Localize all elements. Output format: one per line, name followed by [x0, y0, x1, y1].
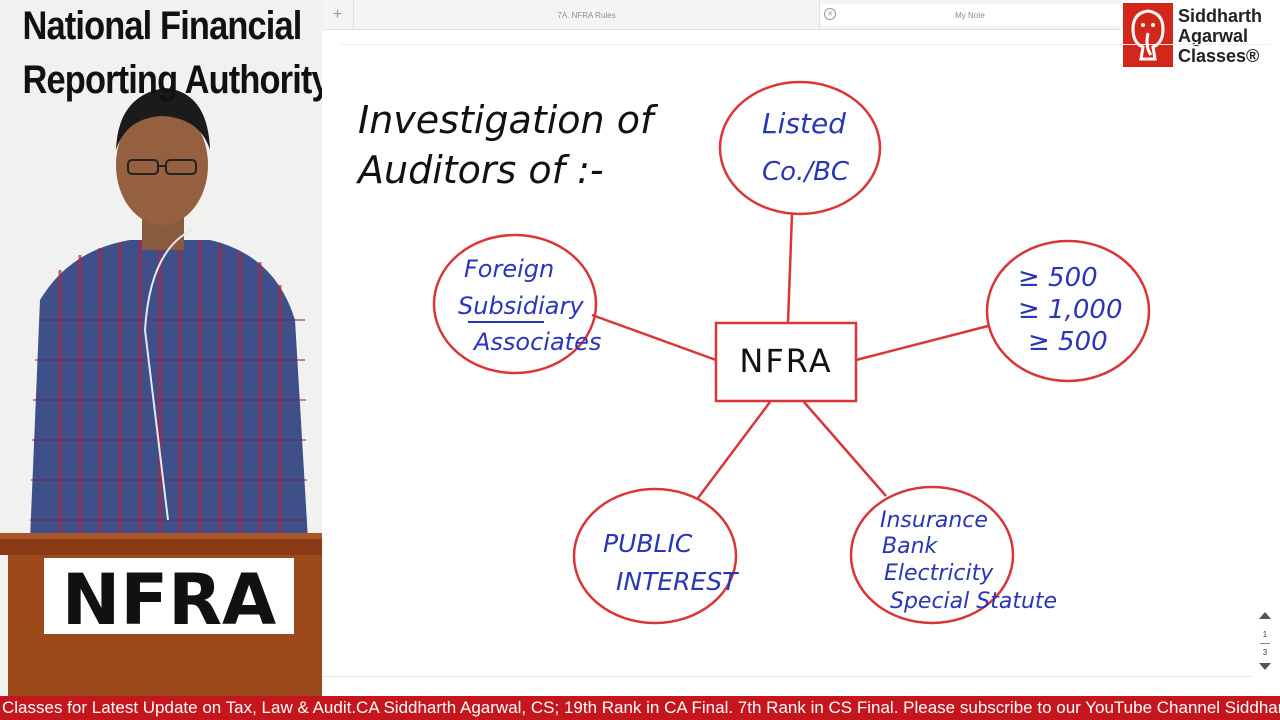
insurance-line-2: Bank	[882, 534, 939, 559]
tab-nfra-rules[interactable]: 7A. NFRA Rules	[354, 0, 820, 30]
brand-line-1: Siddharth	[1178, 6, 1262, 26]
foreign-line-2: Subsidiary	[458, 292, 584, 320]
tab-my-note[interactable]: ✕ My Note	[820, 4, 1120, 26]
connector-thresholds	[855, 324, 989, 362]
heading-line-2: Auditors of :-	[355, 148, 604, 192]
canvas-divider	[340, 44, 1270, 45]
connector-public	[697, 401, 771, 499]
heading: Investigation of Auditors of :-	[355, 98, 659, 192]
brand-line-3: Classes®	[1178, 46, 1260, 66]
canvas-bottom-divider	[322, 676, 1252, 677]
listed-circle	[718, 80, 882, 216]
foreign-line-1: Foreign	[464, 255, 554, 283]
public-circle	[572, 487, 738, 625]
insurance-line-4: Special Statute	[890, 589, 1057, 614]
listed-line-1: Listed	[762, 107, 846, 140]
scroll-up-icon[interactable]	[1259, 612, 1271, 619]
nfra-center-label: NFRA	[739, 342, 832, 380]
news-ticker: Classes for Latest Update on Tax, Law & …	[0, 696, 1280, 720]
thresholds-circle	[985, 239, 1151, 383]
threshold-line-2: ≥ 1,000	[1018, 295, 1122, 325]
brand-line-2: Agarwal	[1178, 26, 1249, 46]
connector-lines	[591, 213, 989, 499]
page-scroller: 1 3	[1254, 606, 1276, 676]
video-title-line-1: National Financial	[22, 4, 303, 48]
public-line-2: INTEREST	[616, 567, 739, 596]
connector-foreign	[591, 313, 717, 362]
threshold-line-3: ≥ 500	[1028, 327, 1108, 357]
connector-insurance	[803, 401, 887, 497]
insurance-circle	[849, 485, 1015, 625]
page-separator	[1260, 643, 1270, 644]
foreign-line-3: Associates	[472, 328, 601, 356]
insurance-line-1: Insurance	[880, 508, 988, 533]
insurance-line-3: Electricity	[884, 561, 994, 586]
nfra-center-box	[714, 321, 858, 403]
add-tab-button[interactable]: +	[322, 0, 354, 30]
scroll-down-icon[interactable]	[1259, 663, 1271, 670]
total-pages: 3	[1262, 648, 1268, 657]
tab-bar: + 7A. NFRA Rules ✕ My Note	[322, 0, 1120, 30]
public-line-1: PUBLIC	[603, 529, 693, 558]
video-title-line-2: Reporting Authority	[22, 58, 322, 102]
connector-listed	[786, 213, 794, 324]
presenter-video-panel: NFRA National Financial Reporting Author…	[0, 0, 322, 696]
current-page: 1	[1262, 630, 1268, 639]
presenter-illustration: NFRA	[0, 0, 322, 696]
brand-name: Siddharth Agarwal Classes®	[1178, 6, 1262, 66]
close-icon[interactable]: ✕	[824, 8, 836, 20]
foreign-circle	[432, 233, 598, 375]
ganesha-logo-icon	[1123, 3, 1173, 67]
tab-my-note-label: My Note	[955, 10, 985, 20]
brand-logo: Siddharth Agarwal Classes®	[1120, 0, 1280, 70]
heading-line-1: Investigation of	[358, 98, 659, 142]
threshold-line-1: ≥ 500	[1018, 263, 1098, 293]
podium-label: NFRA	[62, 559, 276, 641]
listed-line-2: Co./BC	[762, 157, 850, 187]
